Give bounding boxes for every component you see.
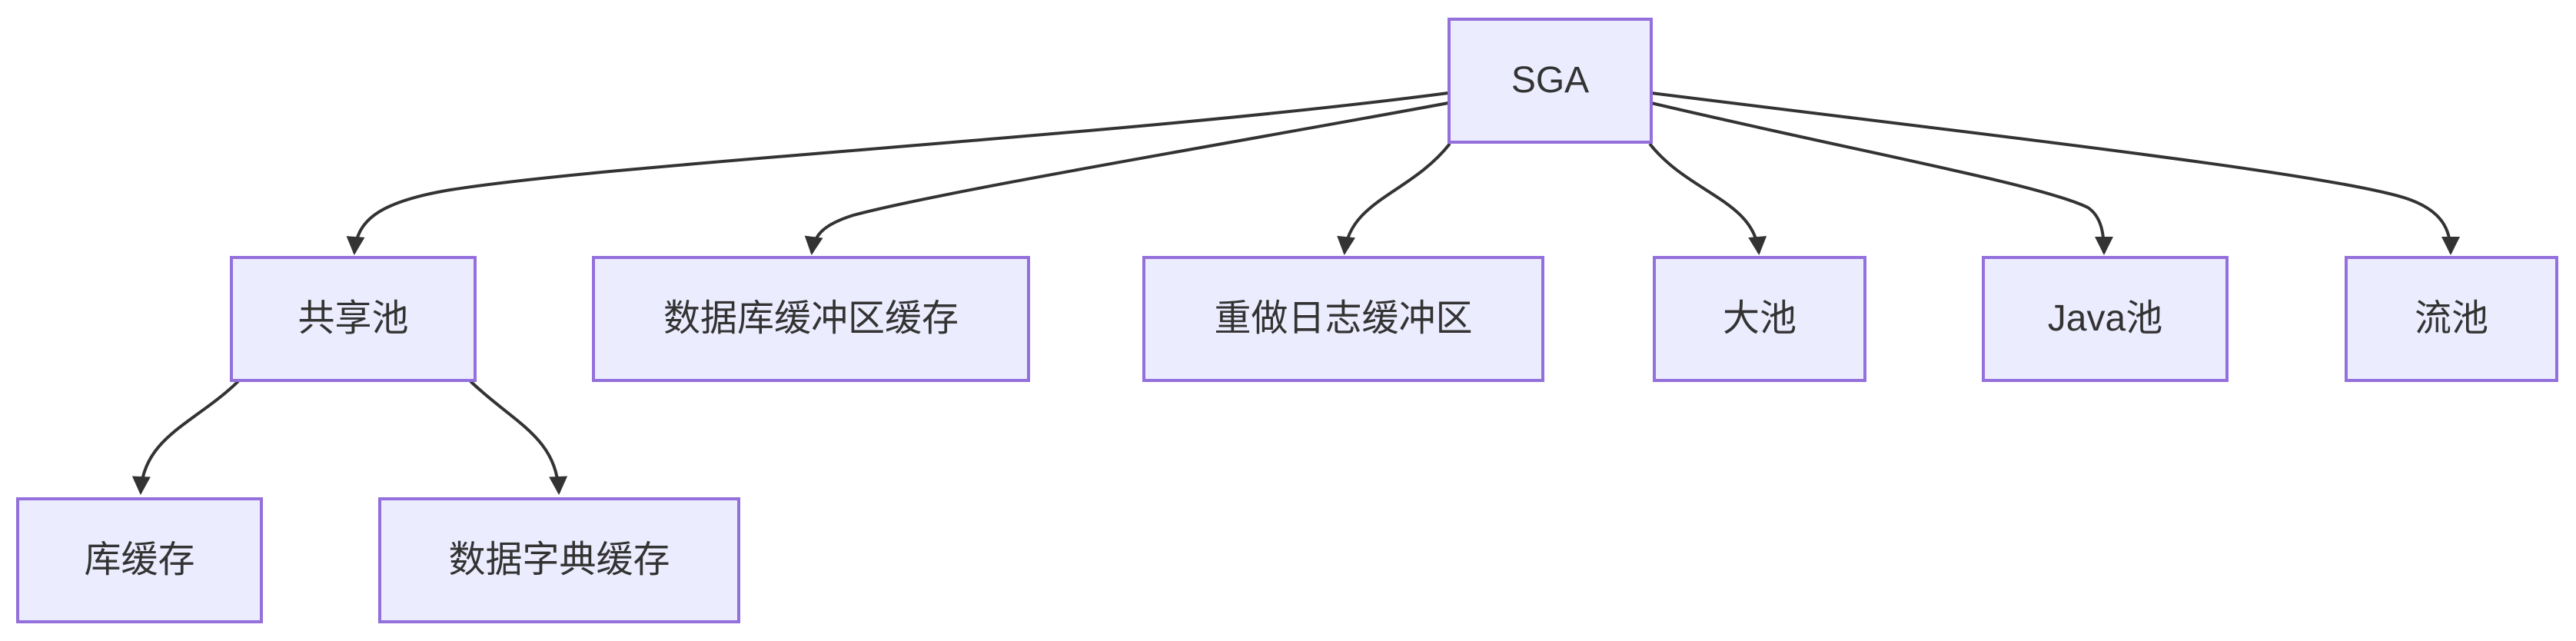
node-db-buffer-cache-label: 数据库缓冲区缓存 — [663, 298, 959, 340]
node-redo-log-buffer: 重做日志缓冲区 — [1142, 256, 1544, 382]
node-db-buffer-cache: 数据库缓冲区缓存 — [592, 256, 1030, 382]
node-java-pool-label: Java池 — [2047, 298, 2163, 340]
node-shared-pool: 共享池 — [230, 256, 477, 382]
node-sga-label: SGA — [1511, 60, 1590, 101]
edge-shared-pool-to-data-dictionary-cache — [469, 380, 568, 495]
node-library-cache-label: 库缓存 — [84, 540, 195, 581]
edge-sga-to-large-pool — [1648, 142, 1767, 255]
node-java-pool: Java池 — [1982, 256, 2229, 382]
node-redo-log-buffer-label: 重做日志缓冲区 — [1214, 298, 1473, 340]
edge-sga-to-redo-log-buffer — [1337, 142, 1451, 255]
edge-sga-to-java-pool — [1650, 101, 2113, 255]
edge-sga-to-streams-pool — [1650, 91, 2460, 255]
node-data-dictionary-cache: 数据字典缓存 — [378, 497, 740, 623]
edge-shared-pool-to-library-cache — [131, 380, 240, 495]
edge-sga-to-shared-pool — [346, 91, 1449, 255]
node-sga: SGA — [1448, 18, 1653, 144]
edge-sga-to-db-buffer-cache — [804, 101, 1449, 255]
node-data-dictionary-cache-label: 数据字典缓存 — [448, 540, 670, 581]
node-streams-pool-label: 流池 — [2414, 298, 2488, 340]
node-large-pool: 大池 — [1653, 256, 1866, 382]
node-library-cache: 库缓存 — [16, 497, 263, 623]
node-streams-pool: 流池 — [2345, 256, 2558, 382]
node-shared-pool-label: 共享池 — [297, 298, 409, 340]
node-large-pool-label: 大池 — [1722, 298, 1797, 340]
